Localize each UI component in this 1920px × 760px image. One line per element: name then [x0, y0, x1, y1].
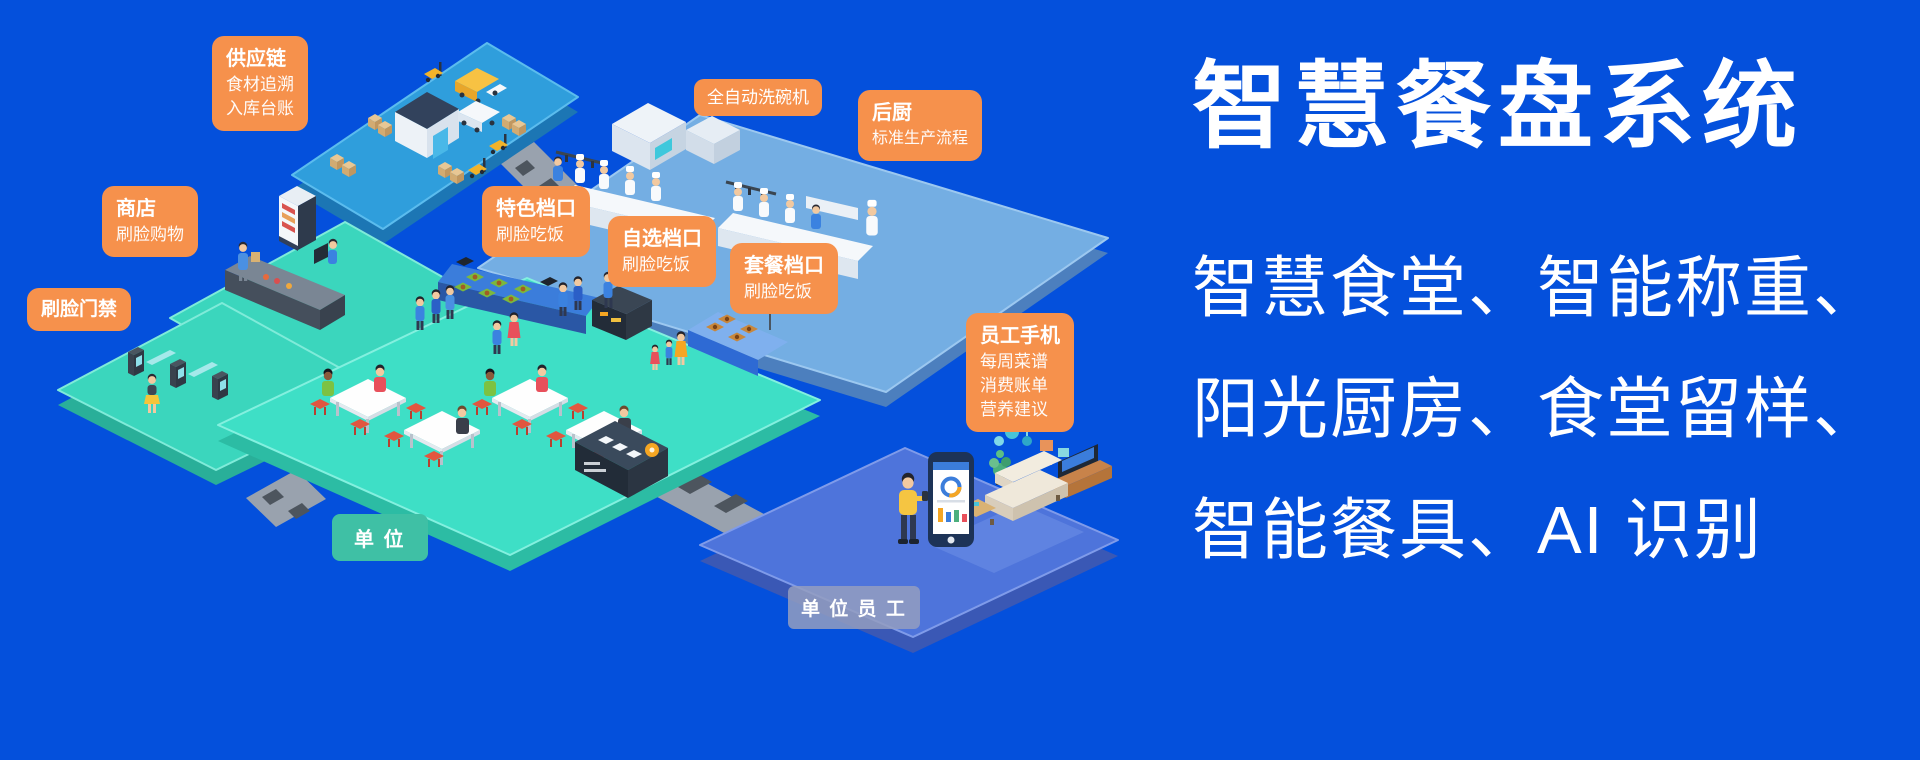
warehouse-building — [395, 92, 459, 159]
headline-title: 智慧餐盘系统 — [1192, 54, 1805, 160]
label-title: 后厨 — [872, 102, 912, 124]
label-dishwasher: 全自动洗碗机 — [694, 79, 822, 116]
cargo-boxes — [330, 114, 526, 184]
headline-feature-line: 智慧食堂、智能称重、 — [1192, 251, 1882, 326]
dining-platform — [217, 257, 821, 571]
label-line: 营养建议 — [980, 400, 1048, 419]
label-unit-staff: 单 位 员 工 — [788, 586, 920, 629]
diner — [456, 405, 469, 434]
shop-counter — [225, 243, 345, 330]
shop-customer — [238, 241, 248, 281]
label-line: 刷脸吃饭 — [622, 255, 690, 274]
label-title: 商店 — [116, 198, 156, 220]
diner — [484, 368, 496, 396]
chair — [512, 419, 532, 435]
tray-return-counter — [575, 421, 668, 498]
headline-feature-line: 阳光厨房、食堂留样、 — [1192, 372, 1882, 447]
label-set-meal-counter: 套餐档口 刷脸吃饭 — [730, 243, 838, 314]
label-line: 每周菜谱 — [980, 352, 1048, 371]
turnstile-gates — [128, 347, 228, 400]
chair — [472, 399, 492, 415]
shop-cashier — [328, 238, 338, 264]
label-line: 消费账单 — [980, 376, 1048, 395]
standing-people — [415, 276, 688, 370]
label-title: 供应链 — [226, 48, 286, 70]
label-line: 标准生产流程 — [872, 130, 969, 147]
gate-visitor — [144, 373, 160, 413]
label-title: 全自动洗碗机 — [707, 88, 809, 107]
diner — [374, 364, 386, 392]
headline-feature-line: 智能餐具、AI 识别 — [1192, 493, 1763, 568]
label-line: 入库台账 — [226, 99, 294, 118]
sofa — [985, 451, 1068, 525]
chair — [384, 431, 404, 447]
dining-table-2 — [384, 405, 480, 467]
label-line: 食材追溯 — [226, 75, 294, 94]
employee-figure — [898, 472, 928, 544]
chair — [350, 419, 370, 435]
headline-features: 智慧食堂、智能称重、 阳光厨房、食堂留样、 智能餐具、AI 识别 — [1192, 228, 1882, 591]
label-title: 员工手机 — [980, 325, 1060, 347]
chair — [546, 431, 566, 447]
kitchen-chefs-row-1 — [553, 154, 661, 201]
label-supply-chain: 供应链 食材追溯 入库台账 — [212, 36, 308, 131]
walkway-dining-front — [246, 470, 326, 527]
label-shop: 商店 刷脸购物 — [102, 186, 198, 257]
label-line: 刷脸吃饭 — [496, 225, 564, 244]
chair — [424, 451, 444, 467]
dining-table-3 — [472, 364, 588, 435]
label-title: 自选档口 — [622, 228, 702, 250]
label-employee-phone: 员工手机 每周菜谱 消费账单 营养建议 — [966, 313, 1074, 432]
cargo-truck — [458, 101, 500, 133]
supply-chain-platform — [291, 42, 579, 244]
label-self-counter: 自选档口 刷脸吃饭 — [608, 216, 716, 287]
label-title: 刷脸门禁 — [41, 299, 118, 320]
label-special-counter: 特色档口 刷脸吃饭 — [482, 186, 590, 257]
chair — [406, 403, 426, 419]
smartphone-mockup — [928, 452, 974, 547]
delivery-truck — [455, 68, 507, 104]
chair — [568, 403, 588, 419]
forklifts — [424, 62, 508, 179]
label-kitchen: 后厨 标准生产流程 — [858, 90, 983, 161]
food-trays — [454, 272, 532, 304]
kitchen-chefs-row-2 — [733, 182, 878, 236]
label-title: 特色档口 — [496, 198, 576, 220]
chair — [310, 399, 330, 415]
label-face-gate: 刷脸门禁 — [27, 288, 132, 331]
vending-display — [279, 186, 316, 251]
dishwasher-machine — [612, 103, 740, 170]
diner — [322, 368, 334, 396]
diner — [536, 364, 548, 392]
rug — [930, 504, 1084, 573]
label-unit: 单 位 — [332, 514, 428, 561]
label-line: 刷脸吃饭 — [744, 282, 812, 301]
label-line: 刷脸购物 — [116, 225, 184, 244]
label-title: 套餐档口 — [744, 255, 824, 277]
dining-table-1 — [310, 364, 426, 435]
